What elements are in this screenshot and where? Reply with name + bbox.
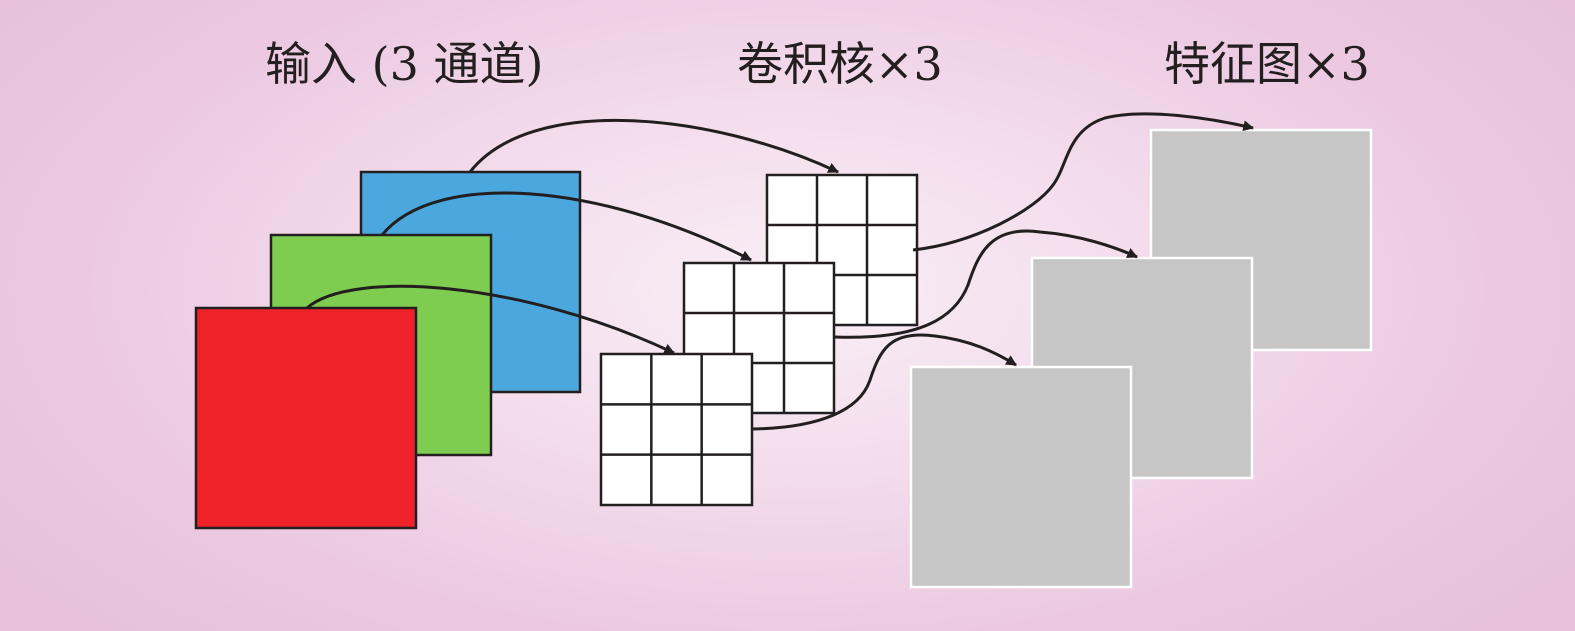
arrow-kernel-3-to-feature-3 (751, 333, 1017, 431)
kernel-3 (599, 352, 754, 507)
arrow-green-to-kernel-2 (380, 191, 752, 262)
feature-map-1 (1149, 128, 1373, 352)
feature-map-3 (909, 365, 1133, 589)
arrow-kernel-2-to-feature-2 (834, 229, 1138, 339)
feature-maps-label: 特征图×3 (1164, 37, 1370, 91)
kernel-3-frame (599, 352, 754, 507)
input-channel-red (194, 306, 418, 530)
arrow-blue-to-kernel-1 (468, 118, 839, 174)
arrow-red-to-kernel-3 (306, 284, 675, 355)
input-label: 输入 (3 通道) (265, 37, 544, 91)
kernels-label: 卷积核×3 (737, 37, 943, 91)
arrow-kernel-1-to-feature-1 (912, 112, 1255, 252)
